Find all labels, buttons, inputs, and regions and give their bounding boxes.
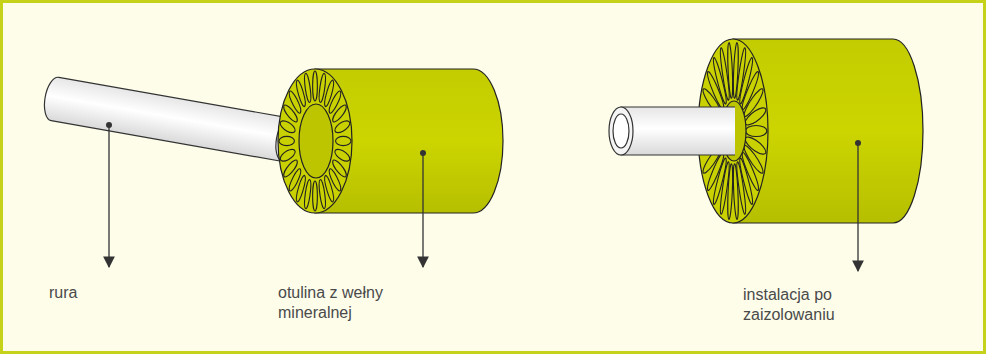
wool-fiber [727, 163, 734, 220]
wool-fiber [288, 166, 302, 194]
wool-fiber [336, 136, 351, 145]
part-label: instalacja po zaizolowaniu [743, 285, 893, 325]
wool-fiber [745, 134, 767, 158]
wool-fiber [745, 104, 767, 128]
wool-fiber [334, 118, 350, 135]
wool-fiber [313, 181, 318, 211]
insulation-sleeve [278, 69, 503, 213]
illustration [3, 3, 986, 354]
leader-arrow [855, 140, 861, 271]
insulated-pipe [609, 39, 923, 223]
wool-fiber [323, 78, 335, 109]
wool-fiber [732, 42, 739, 99]
wool-fiber [328, 166, 342, 194]
wool-fiber [332, 157, 348, 180]
wool-fiber [328, 88, 342, 116]
wool-fiber [746, 126, 767, 137]
wool-fiber [741, 68, 760, 113]
wool-fiber [288, 88, 302, 116]
wool-fiber [313, 71, 318, 101]
pipe [41, 76, 300, 164]
wool-fiber [279, 136, 294, 145]
wool-fiber [295, 173, 307, 204]
wool-fiber [727, 42, 734, 99]
leader-arrow [420, 150, 426, 267]
wool-fiber [318, 178, 327, 209]
wool-fiber [280, 147, 296, 164]
wool-fiber [743, 85, 764, 121]
part-label: rura [49, 283, 169, 303]
wool-fiber [732, 163, 739, 220]
part-label: otulina z wełny mineralnej [278, 283, 438, 323]
leader-arrow [106, 122, 112, 267]
wool-fiber [303, 72, 312, 103]
wool-fiber [283, 102, 299, 125]
